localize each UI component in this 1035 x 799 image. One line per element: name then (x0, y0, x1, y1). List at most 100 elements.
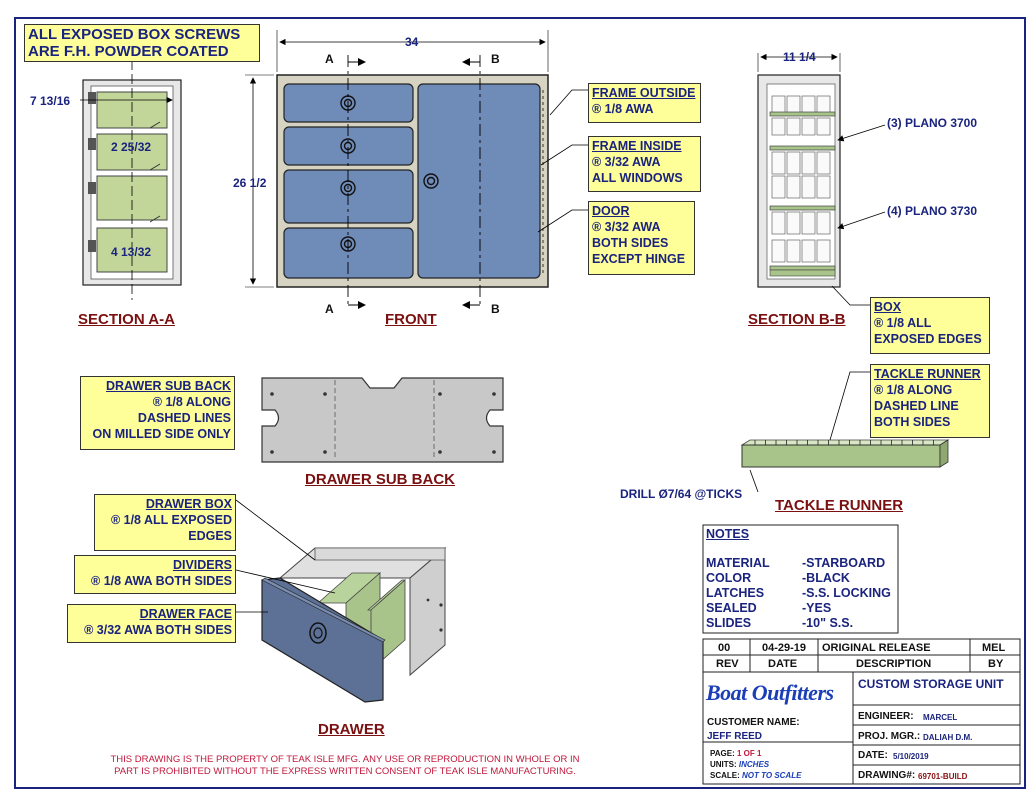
tackle-bin (816, 211, 831, 235)
tackle-bin (816, 175, 831, 199)
drawer-sub-back-view (261, 377, 504, 463)
callout-drawer-box-line1: ® 1/8 ALL EXPOSED (110, 513, 232, 527)
notes-row: COLOR-BLACK (706, 571, 891, 586)
callout-dsb-title: DRAWER SUB BACK (106, 379, 231, 393)
tackle-bin (801, 239, 816, 263)
rev-value: 00 (718, 642, 731, 654)
notes-value: -YES (802, 601, 832, 615)
tackle-bin (786, 239, 801, 263)
tray-shelf (769, 111, 836, 117)
callout-frame-outside: FRAME OUTSIDE ® 1/8 AWA (588, 83, 701, 123)
notes-value: -BLACK (802, 571, 850, 585)
marker-a-top: A (325, 52, 334, 66)
tackle-bin (771, 117, 786, 136)
title-drawer: DRAWER (318, 721, 385, 738)
tackle-bin (771, 95, 786, 114)
callout-box-line2: EXPOSED EDGES (874, 332, 982, 346)
callout-frame-inside: FRAME INSIDE ® 3/32 AWA ALL WINDOWS (588, 136, 701, 192)
callout-door-line2: BOTH SIDES (592, 236, 669, 250)
pm-label: PROJ. MGR.: (858, 731, 921, 742)
drawer-view (235, 499, 447, 703)
callout-tackle-runner: TACKLE RUNNER ® 1/8 ALONG DASHED LINE BO… (870, 364, 990, 438)
notes-key: SEALED (706, 601, 757, 615)
dim-depth: 11 1/4 (783, 50, 816, 64)
notes-row: MATERIAL-STARBOARD (706, 556, 891, 571)
label-plano-3700: (3) PLANO 3700 (887, 116, 978, 130)
rev-header-rev: REV (716, 658, 739, 670)
callout-door: DOOR ® 3/32 AWA BOTH SIDES EXCEPT HINGE (588, 201, 695, 275)
rev-by: MEL (982, 642, 1006, 654)
tray-shelf (769, 265, 836, 271)
callout-tackle-runner-line1: ® 1/8 ALONG (874, 383, 953, 397)
tray-shelf (769, 145, 836, 151)
callout-frame-inside-title: FRAME INSIDE (592, 139, 682, 153)
tackle-bin (816, 239, 831, 263)
drawing-title: CUSTOM STORAGE UNIT (858, 677, 1004, 691)
scale-label: SCALE: (710, 771, 740, 780)
title-block-lines (702, 524, 1021, 785)
title-tackle-runner: TACKLE RUNNER (775, 497, 904, 514)
label-drill: DRILL Ø7/64 @TICKS (620, 487, 743, 501)
pm-name: DALIAH D.M. (923, 733, 973, 742)
rev-description: ORIGINAL RELEASE (822, 642, 931, 654)
disclaimer: THIS DRAWING IS THE PROPERTY OF TEAK ISL… (95, 754, 595, 778)
tackle-bin (816, 117, 831, 136)
callout-frame-inside-line2: ALL WINDOWS (592, 171, 683, 185)
date-label: DATE: (858, 750, 888, 761)
page-info: PAGE: 1 OF 1 UNITS: INCHES SCALE: NOT TO… (710, 748, 801, 781)
scale-value: NOT TO SCALE (742, 771, 802, 780)
disclaimer-line1: THIS DRAWING IS THE PROPERTY OF TEAK ISL… (110, 754, 580, 765)
section-bb-view (757, 53, 886, 306)
rev-date: 04-29-19 (762, 642, 807, 654)
callout-box: BOX ® 1/8 ALL EXPOSED EDGES (870, 297, 990, 354)
tackle-bin (801, 95, 816, 114)
dim-width: 34 (405, 35, 419, 49)
callout-dsb-line3: ON MILLED SIDE ONLY (92, 427, 231, 441)
callout-dsb-line1: ® 1/8 ALONG (152, 395, 231, 409)
marker-a-bottom: A (325, 302, 334, 316)
dim-aa-mid: 2 25/32 (111, 140, 152, 154)
section-aa-view (80, 60, 182, 300)
callout-frame-outside-title: FRAME OUTSIDE (592, 86, 696, 100)
label-plano-3730: (4) PLANO 3730 (887, 204, 978, 218)
title-section-bb: SECTION B-B (748, 311, 846, 328)
tackle-bin (816, 151, 831, 175)
drawing-number: 69701-BUILD (918, 772, 968, 781)
tackle-bin (801, 151, 816, 175)
rev-header-description: DESCRIPTION (856, 658, 932, 670)
title-drawer-sub-back: DRAWER SUB BACK (305, 471, 455, 488)
callout-tackle-runner-line2: DASHED LINE (874, 399, 959, 413)
callout-door-line1: ® 3/32 AWA (592, 220, 661, 234)
notes-heading: NOTES (706, 527, 750, 541)
dim-height: 26 1/2 (233, 176, 267, 190)
screws-note-line2: ARE F.H. POWDER COATED (28, 43, 229, 60)
callout-frame-inside-line1: ® 3/32 AWA (592, 155, 661, 169)
tackle-bin (786, 117, 801, 136)
callout-drawer-face: DRAWER FACE ® 3/32 AWA BOTH SIDES (67, 604, 236, 643)
callout-drawer-box-title: DRAWER BOX (145, 497, 232, 511)
callout-box-title: BOX (874, 300, 902, 314)
dim-aa-bottom: 4 13/32 (111, 245, 152, 259)
tackle-bin (801, 211, 816, 235)
notes-row: SEALED -YES (706, 601, 891, 616)
units-value: INCHES (738, 760, 770, 769)
tackle-bin (786, 211, 801, 235)
callout-box-line1: ® 1/8 ALL (874, 316, 932, 330)
notes-row: SLIDES-10" S.S. (706, 616, 891, 631)
date-value: 5/10/2019 (893, 752, 929, 761)
notes-value: -STARBOARD (802, 556, 886, 570)
tray-shelf (769, 205, 836, 211)
callout-dividers-line: ® 1/8 AWA BOTH SIDES (91, 574, 232, 588)
rev-header-date: DATE (768, 658, 798, 670)
dim-aa-top: 7 13/16 (30, 94, 71, 108)
callout-dsb-line2: DASHED LINES (137, 411, 231, 425)
tackle-bin (786, 175, 801, 199)
callout-drawer-box: DRAWER BOX ® 1/8 ALL EXPOSED EDGES (94, 494, 236, 551)
notes-value: -10" S.S. (802, 616, 854, 630)
marker-b-top: B (491, 52, 500, 66)
screws-note: ALL EXPOSED BOX SCREWS ARE F.H. POWDER C… (24, 24, 260, 62)
callout-drawer-face-line: ® 3/32 AWA BOTH SIDES (84, 623, 232, 637)
